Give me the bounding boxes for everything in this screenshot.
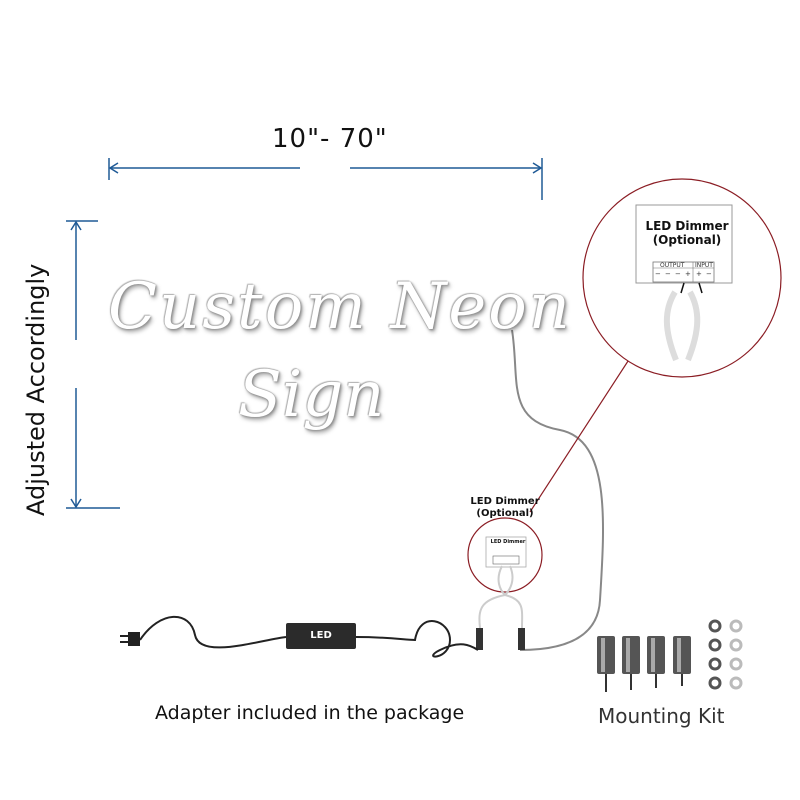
callout-connector <box>529 357 631 513</box>
sign-cable <box>511 329 604 651</box>
mounting-standoffs <box>597 636 691 692</box>
neon-sign-line2: Sign <box>238 358 385 432</box>
input-terminal: − <box>706 270 712 278</box>
width-dimension-label: 10"- 70" <box>272 124 388 154</box>
small-dimmer-title: LED Dimmer (Optional) <box>470 496 540 519</box>
height-dimension-line <box>66 220 120 509</box>
input-terminal: + <box>696 270 702 278</box>
input-label: INPUT <box>695 262 713 269</box>
dimmer-callout-title: LED Dimmer (Optional) <box>645 219 729 247</box>
width-dimension-line <box>108 158 543 200</box>
connector <box>476 628 483 650</box>
mounting-kit-caption: Mounting Kit <box>598 704 725 728</box>
plug-icon <box>120 632 140 646</box>
output-terminal: − <box>675 270 681 278</box>
height-dimension-label: Adjusted Accordingly <box>22 263 50 516</box>
neon-sign-line1: Custom Neon <box>108 270 572 344</box>
output-terminal: − <box>655 270 661 278</box>
output-terminal: − <box>665 270 671 278</box>
small-dimmer-inner-label: LED Dimmer <box>490 539 526 545</box>
adapter-caption: Adapter included in the package <box>155 702 465 724</box>
led-adapter-box: LED Adapter <box>286 623 356 667</box>
mounting-washers <box>708 619 743 690</box>
output-terminal: + <box>685 270 691 278</box>
output-label: OUTPUT <box>660 262 685 269</box>
connector <box>518 628 525 650</box>
adapter-cable <box>139 615 479 658</box>
